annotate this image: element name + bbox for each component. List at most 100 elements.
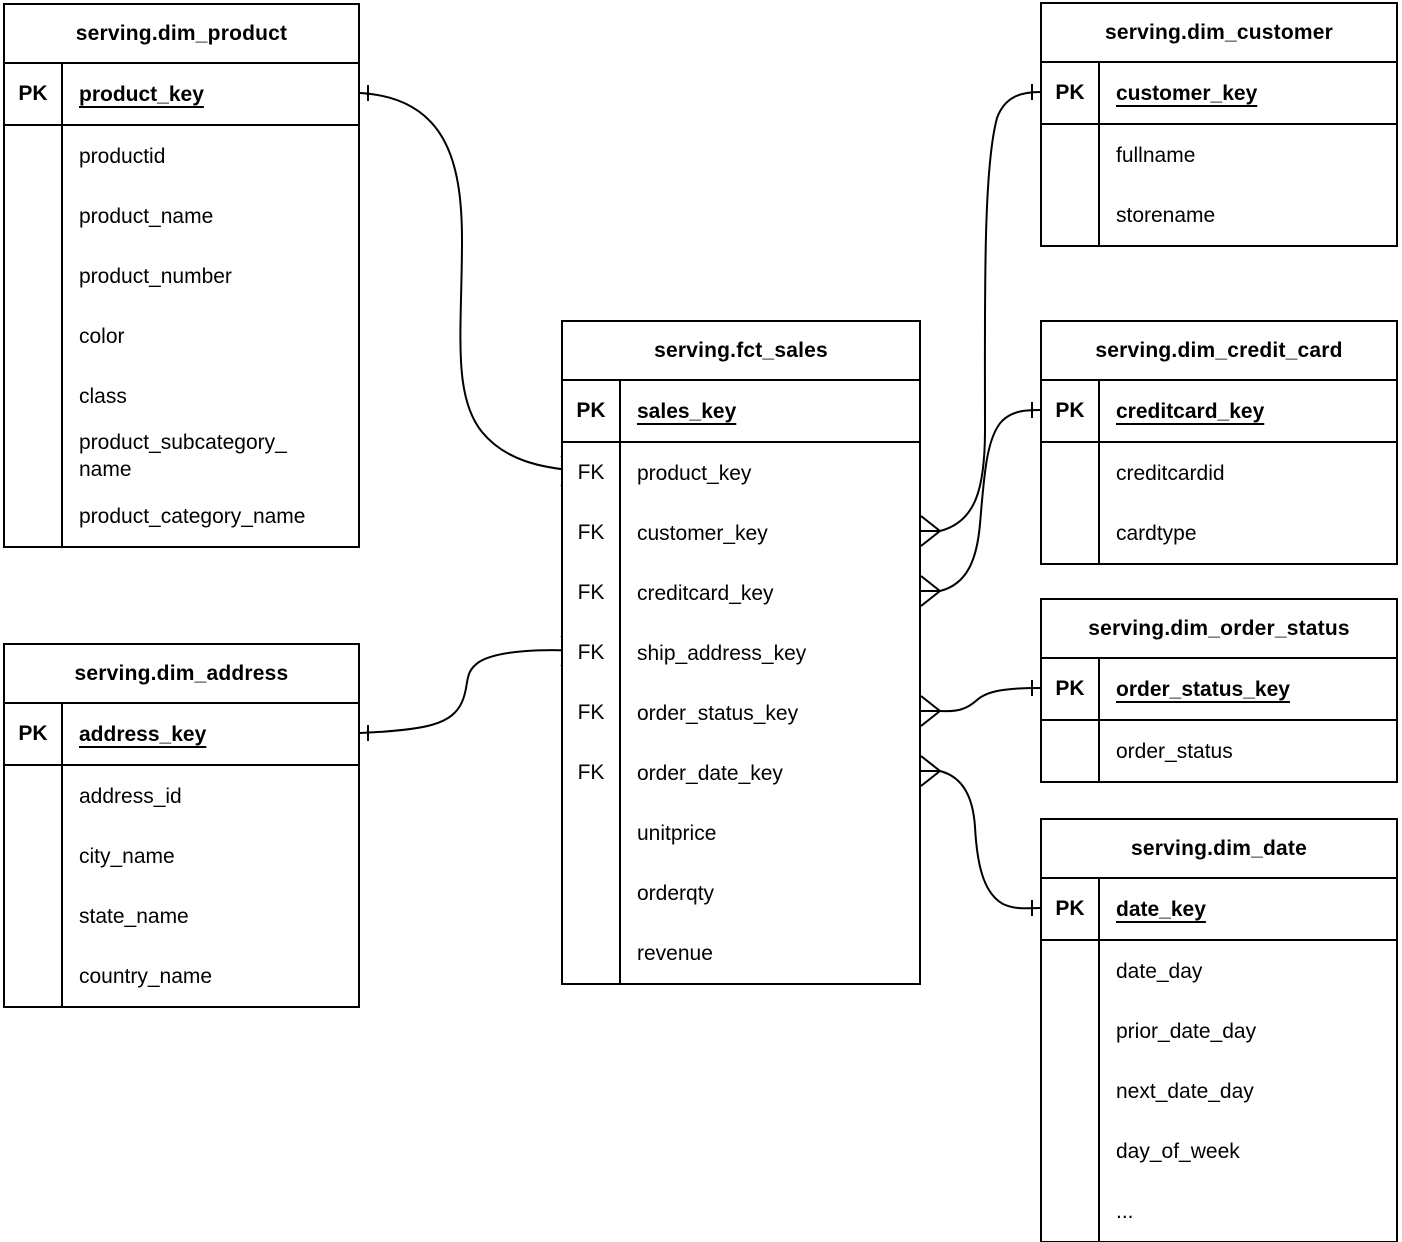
field-row: next_date_day [1042, 1061, 1396, 1121]
field-name: ... [1116, 1199, 1134, 1223]
key-cell [563, 803, 621, 863]
table-dim-order-status[interactable]: serving.dim_order_status PK order_status… [1040, 598, 1398, 783]
field-row: ... [1042, 1181, 1396, 1241]
relationship-creditcard[interactable] [920, 402, 1041, 607]
field-row: address_id [5, 766, 358, 826]
key-cell [5, 426, 63, 486]
relationship-line [359, 92, 581, 472]
field-name: cardtype [1116, 521, 1197, 545]
key-cell [1042, 125, 1100, 185]
field-row: prior_date_day [1042, 1001, 1396, 1061]
table-dim-product[interactable]: serving.dim_product PK product_key produ… [3, 3, 360, 548]
fk-label: FK [563, 743, 621, 803]
relationship-line [939, 770, 1041, 910]
table-title: serving.dim_date [1042, 820, 1396, 879]
fk-label: FK [563, 443, 621, 503]
pk-row: PK order_status_key [1042, 659, 1396, 721]
pk-row: PK date_key [1042, 879, 1396, 941]
key-cell [5, 306, 63, 366]
field-name: class [79, 384, 127, 408]
field-name: productid [79, 144, 166, 168]
table-dim-customer[interactable]: serving.dim_customer PK customer_key ful… [1040, 2, 1398, 247]
field-name: product_key [637, 461, 752, 485]
key-cell [1042, 503, 1100, 563]
pk-field-name: customer_key [1116, 81, 1258, 105]
relationship-ship-address[interactable] [359, 635, 581, 741]
pk-label: PK [1042, 381, 1100, 441]
field-row: day_of_week [1042, 1121, 1396, 1181]
table-dim-date[interactable]: serving.dim_date PK date_key date_day pr… [1040, 818, 1398, 1242]
field-name: product_subcategory_ name [79, 431, 287, 481]
field-row: storename [1042, 185, 1396, 245]
field-row: revenue [563, 923, 919, 983]
field-row: creditcardid [1042, 443, 1396, 503]
field-name: address_id [79, 784, 182, 808]
pk-field-name: order_status_key [1116, 677, 1290, 701]
field-name: unitprice [637, 821, 717, 845]
key-cell [1042, 941, 1100, 1001]
field-row: color [5, 306, 358, 366]
pk-field-name: product_key [79, 82, 204, 106]
field-name: creditcard_key [637, 581, 774, 605]
field-row: city_name [5, 826, 358, 886]
field-row: country_name [5, 946, 358, 1006]
field-name: country_name [79, 964, 213, 988]
field-row: product_name [5, 186, 358, 246]
key-cell [1042, 1181, 1100, 1241]
relationship-order-status[interactable] [920, 680, 1041, 727]
table-title: serving.dim_address [5, 645, 358, 704]
field-row: product_category_name [5, 486, 358, 546]
fk-label: FK [563, 623, 621, 683]
relationship-line [939, 409, 1041, 592]
key-cell [1042, 1121, 1100, 1181]
table-dim-credit-card[interactable]: serving.dim_credit_card PK creditcard_ke… [1040, 320, 1398, 565]
key-cell [1042, 1061, 1100, 1121]
key-cell [5, 486, 63, 546]
field-row: productid [5, 126, 358, 186]
field-name: orderqty [637, 881, 715, 905]
key-cell [5, 946, 63, 1006]
field-row: date_day [1042, 941, 1396, 1001]
pk-label: PK [1042, 879, 1100, 939]
field-name: fullname [1116, 143, 1196, 167]
pk-row: PK creditcard_key [1042, 381, 1396, 443]
fk-label: FK [563, 683, 621, 743]
field-name: day_of_week [1116, 1139, 1240, 1163]
field-name: customer_key [637, 521, 768, 545]
relationship-product[interactable] [359, 85, 581, 487]
field-name: creditcardid [1116, 461, 1225, 485]
pk-field-name: creditcard_key [1116, 399, 1265, 423]
field-name: order_status_key [637, 701, 799, 725]
pk-row: PK sales_key [563, 381, 919, 443]
relationship-order-date[interactable] [920, 755, 1041, 916]
field-row: product_number [5, 246, 358, 306]
fk-label: FK [563, 503, 621, 563]
key-cell [563, 863, 621, 923]
table-title: serving.dim_credit_card [1042, 322, 1396, 381]
pk-label: PK [1042, 63, 1100, 123]
field-name: product_name [79, 204, 214, 228]
pk-field-name: sales_key [637, 399, 737, 423]
key-cell [1042, 443, 1100, 503]
pk-row: PK address_key [5, 704, 358, 766]
relationship-customer[interactable] [920, 84, 1041, 547]
table-dim-address[interactable]: serving.dim_address PK address_key addre… [3, 643, 360, 1008]
pk-row: PK product_key [5, 64, 358, 126]
field-row: class [5, 366, 358, 426]
key-cell [5, 886, 63, 946]
field-name: ship_address_key [637, 641, 807, 665]
field-name: order_status [1116, 739, 1233, 763]
relationship-line [939, 687, 1041, 713]
field-name: color [79, 324, 125, 348]
relationship-line [939, 91, 1041, 532]
crow-foot-many-icon [920, 515, 941, 547]
relationship-line [359, 649, 581, 734]
field-name: next_date_day [1116, 1079, 1254, 1103]
field-name: city_name [79, 844, 175, 868]
field-name: product_number [79, 264, 232, 288]
key-cell [1042, 721, 1100, 781]
